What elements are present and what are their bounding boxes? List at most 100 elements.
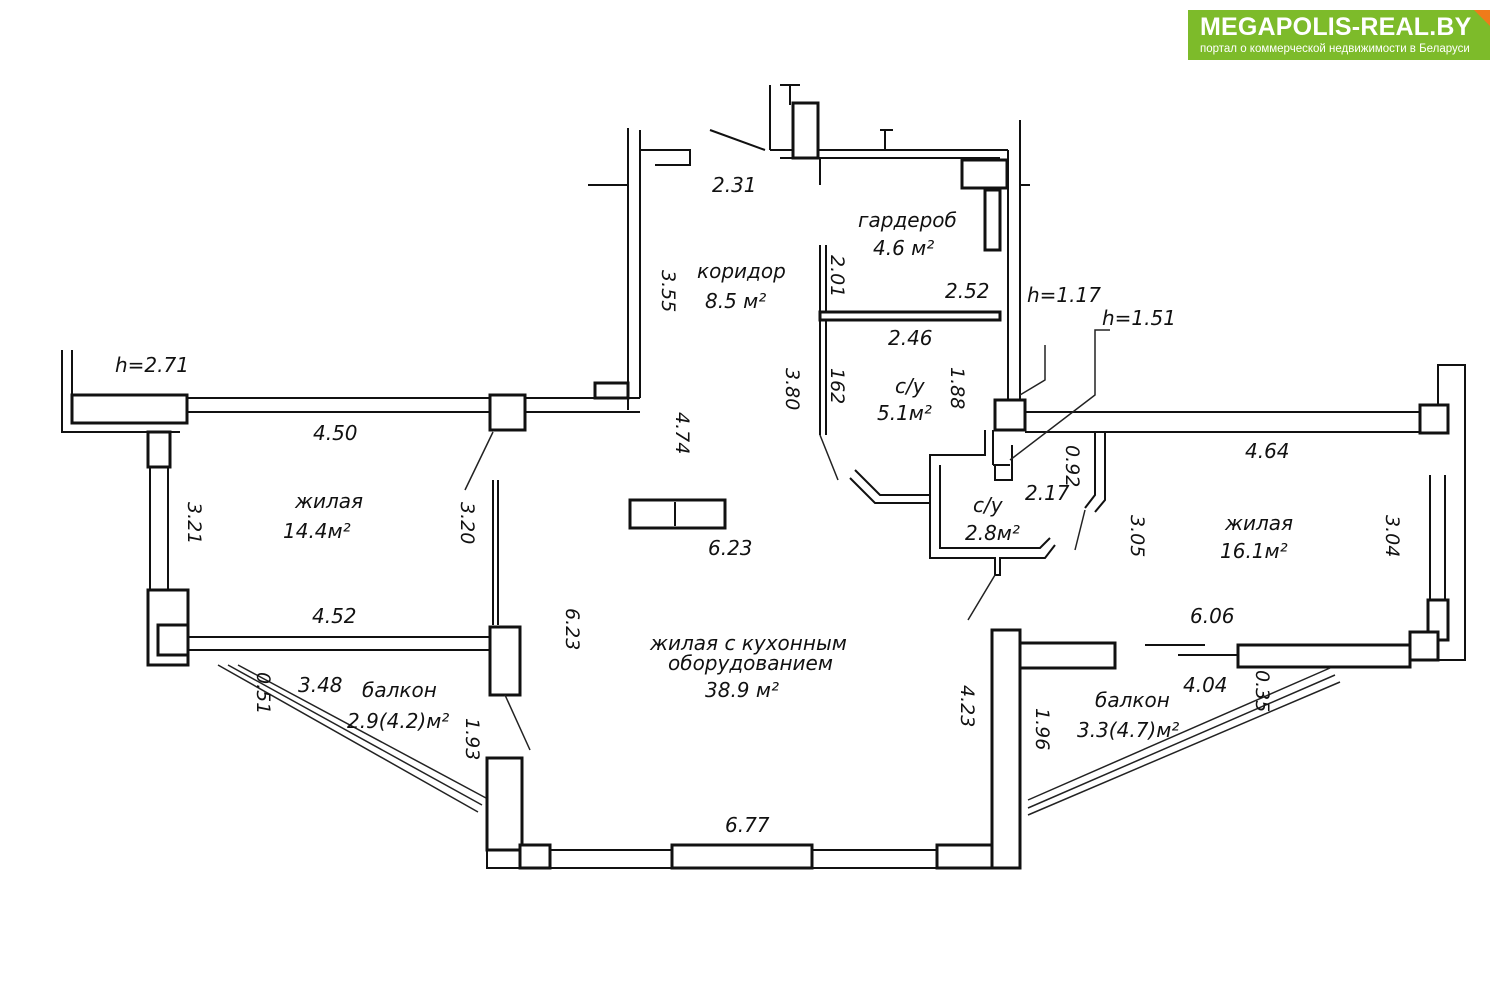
- door: [464, 431, 494, 491]
- height-label: h=1.51: [1102, 306, 1176, 330]
- logo-title: MEGAPOLIS-REAL.BY: [1200, 13, 1472, 41]
- dim: 3.05: [1126, 515, 1148, 557]
- wall: [990, 628, 1022, 870]
- dim: 0.35: [1251, 670, 1273, 712]
- balcony-left-name: балкон: [362, 678, 437, 702]
- wall: [819, 129, 893, 185]
- balcony-right-area: 3.3(4.7)м²: [1077, 718, 1179, 742]
- room-corridor-name: коридор: [697, 259, 786, 283]
- logo-corner-icon: [1474, 10, 1490, 26]
- balcony-rail: [1027, 667, 1341, 816]
- dim: 4.64: [1245, 439, 1290, 463]
- room-wardrobe-name: гардероб: [858, 208, 957, 232]
- dim: 3.55: [657, 270, 679, 312]
- room-bath2-area: 2.8м²: [965, 521, 1020, 545]
- window: [149, 467, 169, 590]
- column: [960, 158, 1009, 190]
- wall: [819, 245, 827, 435]
- wall: [1018, 641, 1117, 670]
- column: [488, 393, 527, 432]
- wall: [593, 381, 630, 400]
- room-labels: коридор 8.5 м² гардероб 4.6 м² с/у 5.1м²…: [115, 208, 1293, 742]
- wall: [670, 843, 814, 870]
- room-living-left-name: жилая: [294, 489, 363, 513]
- wall: [1007, 120, 1030, 400]
- wall: [518, 843, 552, 870]
- wall: [769, 84, 1008, 159]
- wall: [1236, 643, 1412, 669]
- kitchen-island: [628, 498, 727, 530]
- door: [504, 694, 531, 751]
- room-bath2-name: с/у: [973, 493, 1004, 517]
- wall: [1025, 411, 1425, 433]
- wall: [983, 188, 1002, 252]
- room-kitchen-area: 38.9 м²: [705, 678, 779, 702]
- height-label: h=1.17: [1027, 283, 1101, 307]
- column: [1418, 403, 1450, 435]
- wall: [935, 843, 994, 870]
- door: [967, 574, 996, 621]
- dim: 4.23: [956, 685, 978, 727]
- wall: [488, 625, 522, 697]
- room-kitchen-name1: жилая с кухонным: [649, 631, 847, 655]
- column: [1408, 630, 1440, 662]
- dim: 3.48: [298, 673, 343, 697]
- column: [156, 623, 190, 657]
- height-label: h=2.71: [115, 353, 189, 377]
- dim: 4.04: [1183, 673, 1228, 697]
- room-living-right-name: жилая: [1224, 511, 1293, 535]
- balcony-left-area: 2.9(4.2)м²: [347, 709, 449, 733]
- walls: [61, 84, 1466, 870]
- room-corridor-area: 8.5 м²: [705, 289, 766, 313]
- door: [819, 434, 839, 481]
- dim: 0.51: [252, 672, 274, 714]
- dim: 4.50: [313, 421, 358, 445]
- wall: [146, 430, 172, 469]
- dimension-labels: 2.31 2.52 2.46 4.50 4.52 6.23 3.48 6.77 …: [183, 173, 1403, 837]
- wall: [187, 397, 640, 413]
- room-bath1-name: с/у: [895, 374, 926, 398]
- dim: 1.88: [946, 367, 968, 409]
- site-logo[interactable]: MEGAPOLIS-REAL.BY портал о коммерческой …: [1188, 10, 1490, 60]
- wall: [1084, 432, 1106, 513]
- dim: 0.92: [1061, 445, 1083, 487]
- room-wardrobe-area: 4.6 м²: [873, 236, 934, 260]
- wall: [849, 469, 930, 504]
- dim: 6.06: [1190, 604, 1235, 628]
- leader-lines: [1009, 329, 1110, 461]
- dim: 2.52: [945, 279, 990, 303]
- dim: 3.20: [456, 502, 478, 544]
- wall: [1145, 644, 1238, 656]
- wall: [188, 636, 490, 651]
- wall: [627, 128, 691, 410]
- dim: 2.31: [712, 173, 757, 197]
- dim: 4.74: [671, 412, 693, 454]
- dim: 6.77: [725, 813, 770, 837]
- dim: 1.93: [461, 718, 483, 760]
- room-living-left-area: 14.4м²: [283, 519, 351, 543]
- column: [791, 101, 820, 160]
- dim: 2.01: [826, 255, 848, 297]
- balcony-rail: [217, 664, 487, 813]
- logo-subtitle: портал о коммерческой недвижимости в Бел…: [1200, 43, 1470, 55]
- window: [1429, 475, 1446, 600]
- door: [709, 129, 766, 151]
- dim: 6.23: [561, 608, 583, 650]
- dim: 2.46: [888, 326, 933, 350]
- dim: 4.52: [312, 604, 357, 628]
- balcony-right-name: балкон: [1095, 688, 1170, 712]
- wall: [1437, 364, 1466, 661]
- dim: 3.21: [183, 502, 205, 544]
- room-bath1-area: 5.1м²: [877, 401, 932, 425]
- room-kitchen-name2: оборудованием: [668, 651, 833, 675]
- room-living-right-area: 16.1м²: [1220, 539, 1288, 563]
- wall: [818, 310, 1002, 322]
- wall: [485, 756, 524, 852]
- wall: [492, 480, 499, 625]
- door: [1074, 509, 1086, 551]
- wall: [70, 393, 189, 425]
- dim: 2.17: [1025, 481, 1070, 505]
- dim: 1.96: [1031, 708, 1053, 750]
- column: [993, 398, 1027, 432]
